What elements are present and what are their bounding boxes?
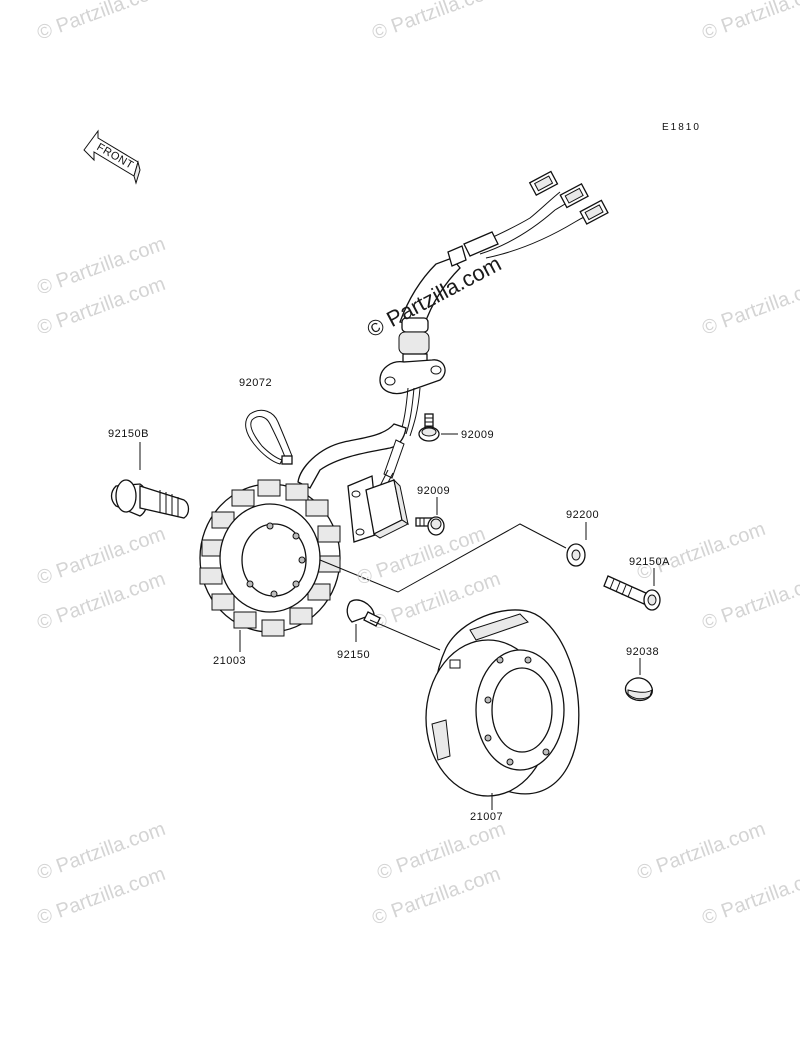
woodruff-key-icon bbox=[624, 677, 653, 702]
part-number-label[interactable]: 92009 bbox=[417, 485, 450, 497]
part-number-label[interactable]: 92150B bbox=[108, 428, 149, 440]
watermark-text: © Partzilla.com bbox=[34, 0, 168, 45]
wire-connectors bbox=[463, 170, 609, 259]
connector-icon bbox=[528, 170, 559, 197]
part-number-label[interactable]: 92200 bbox=[566, 509, 599, 521]
watermark-text: © Partzilla.com bbox=[634, 518, 768, 585]
screw-icon bbox=[415, 516, 445, 536]
part-number-label[interactable]: 92072 bbox=[239, 377, 272, 389]
watermark-text: © Partzilla.com bbox=[634, 818, 768, 885]
watermark-text: © Partzilla.com bbox=[699, 863, 800, 930]
connector-icon bbox=[579, 199, 609, 225]
washer-icon bbox=[566, 543, 586, 567]
wire-harness bbox=[297, 245, 467, 493]
front-arrow-icon: FRONT bbox=[83, 129, 141, 185]
rotor-flywheel bbox=[425, 609, 580, 797]
watermark-layer: © Partzilla.com © Partzilla.com © Partzi… bbox=[34, 0, 800, 930]
watermark-text: © Partzilla.com bbox=[699, 568, 800, 635]
part-number-label[interactable]: 92038 bbox=[626, 646, 659, 658]
band-clamp-icon bbox=[245, 409, 293, 465]
part-number-label[interactable]: 92009 bbox=[461, 429, 494, 441]
part-number-label[interactable]: 21007 bbox=[470, 811, 503, 823]
pickup-coil bbox=[347, 475, 409, 543]
connector-icon bbox=[559, 183, 589, 209]
bolt-icon bbox=[110, 479, 190, 519]
watermark-text: © Partzilla.com bbox=[369, 0, 503, 45]
bolt-icon bbox=[603, 575, 661, 611]
part-number-label[interactable]: 92150A bbox=[629, 556, 670, 568]
screw-icon bbox=[418, 413, 440, 442]
part-number-label[interactable]: 21003 bbox=[213, 655, 246, 667]
stator-assembly bbox=[199, 479, 341, 637]
watermark-text: © Partzilla.com bbox=[363, 251, 506, 343]
watermark-text: © Partzilla.com bbox=[699, 273, 800, 340]
watermark-text: © Partzilla.com bbox=[699, 0, 800, 45]
part-number-label[interactable]: 92150 bbox=[337, 649, 370, 661]
diagram-code: E1810 bbox=[662, 122, 701, 133]
